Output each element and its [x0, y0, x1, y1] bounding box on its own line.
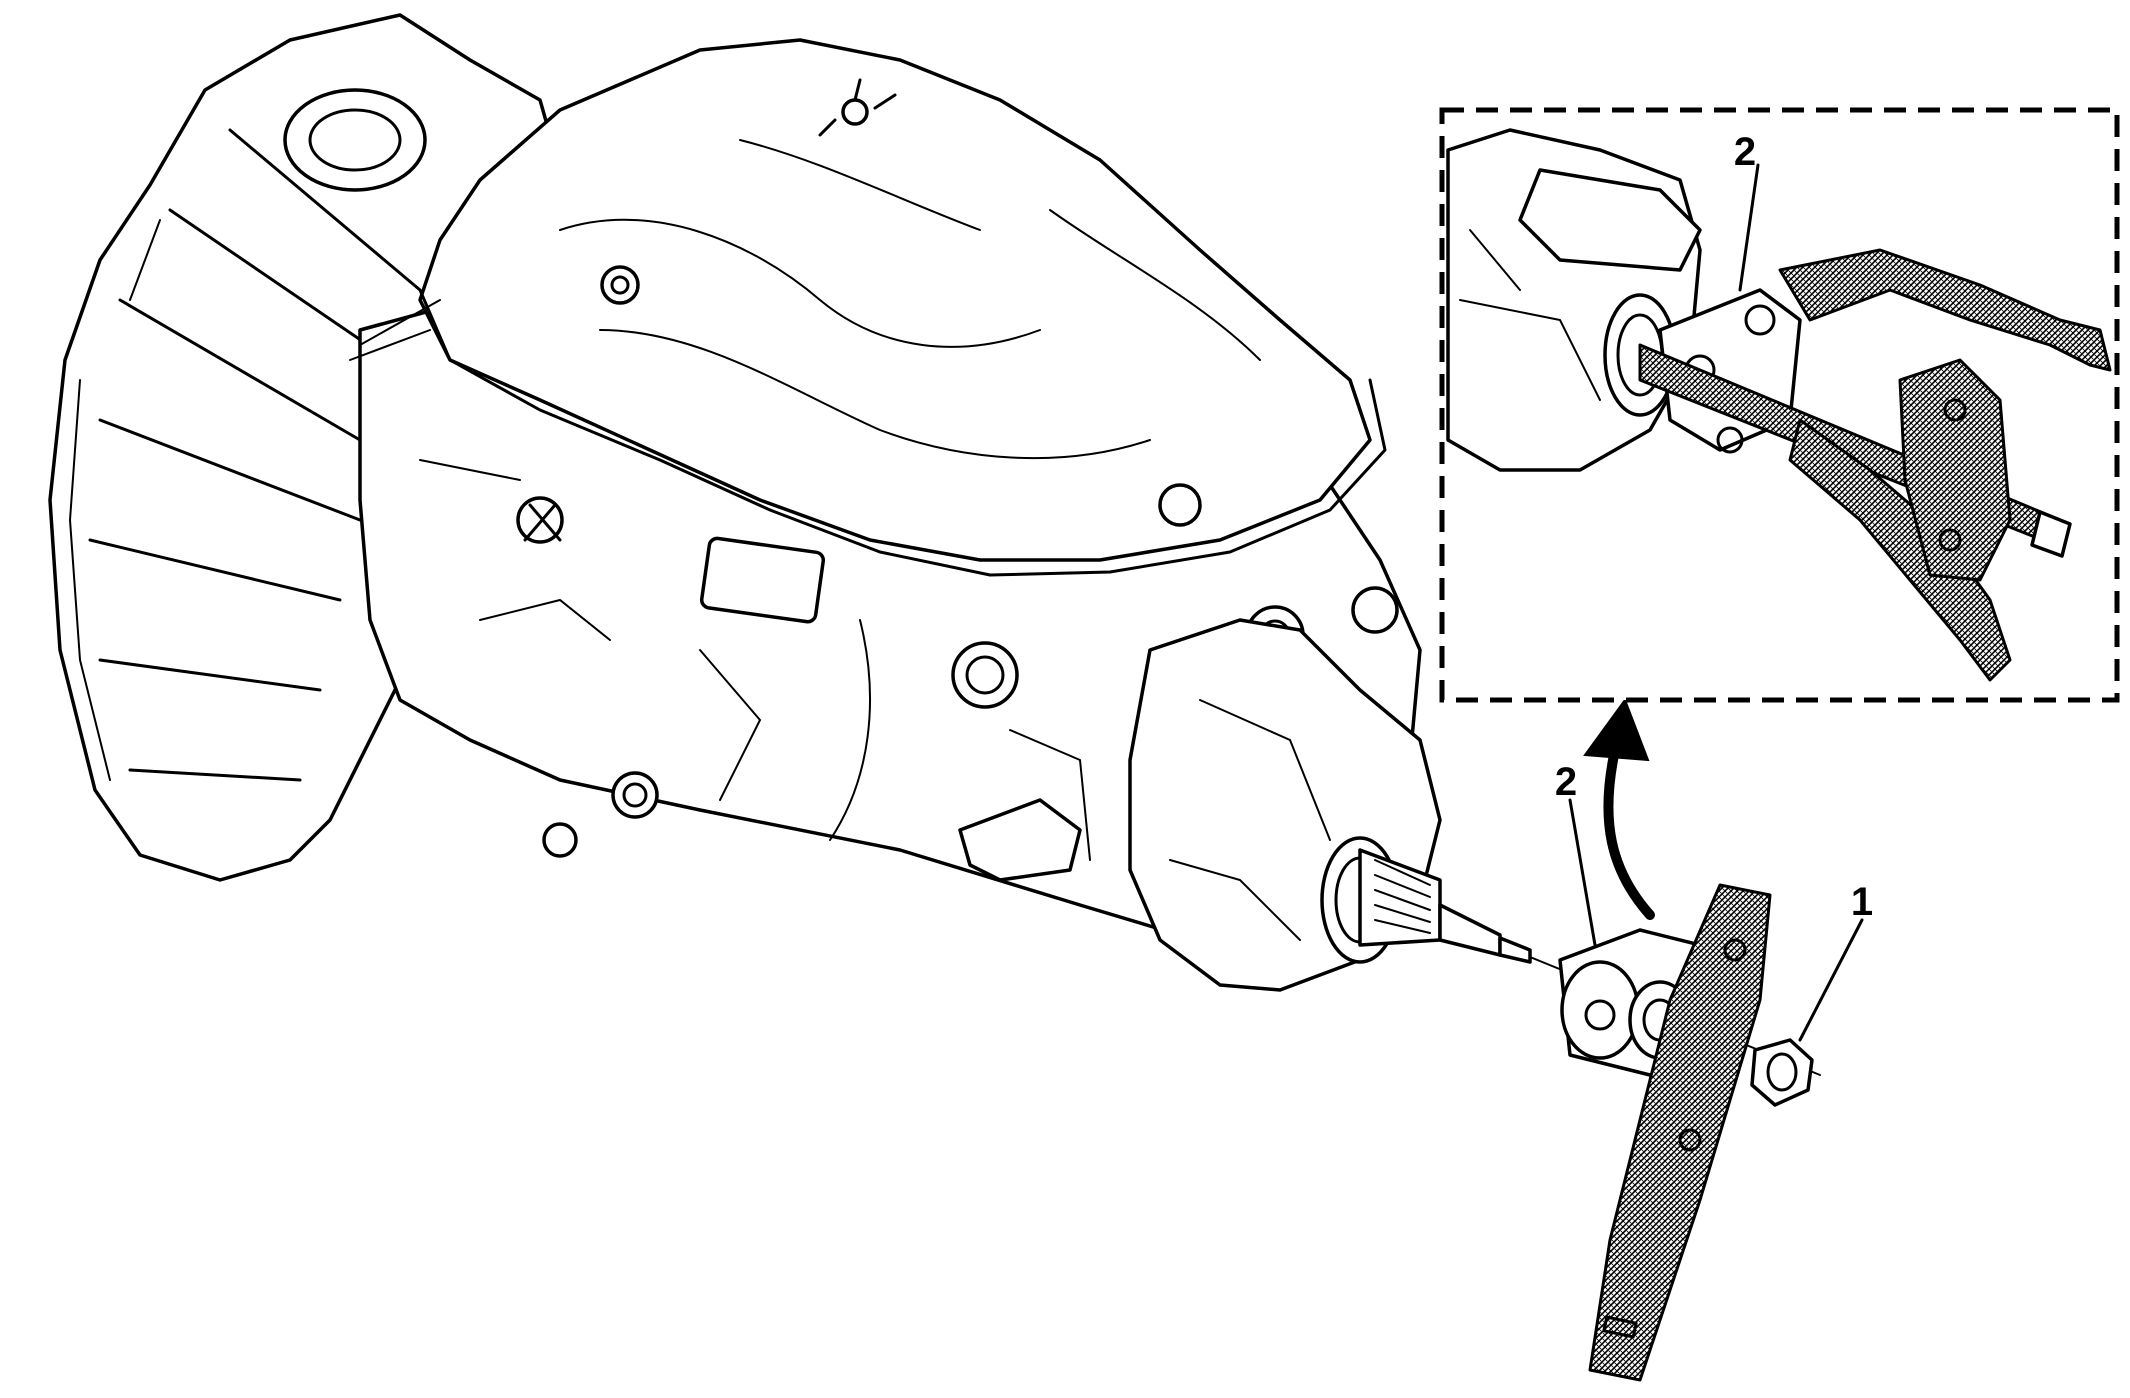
bell-housing-ribs [68, 128, 422, 782]
pan-bolt [1158, 483, 1202, 527]
leader-nut [1798, 918, 1864, 1042]
wing-nut-icon [818, 78, 897, 137]
inset-detail [1439, 107, 2120, 703]
id-plate [699, 536, 826, 624]
callout-flange: 2 [1555, 760, 1577, 804]
oil-pan [418, 38, 1372, 562]
puller-arm-upper [1778, 248, 2112, 372]
output-shaft-stub [1438, 903, 1502, 957]
transmission-assembly [48, 13, 1821, 1076]
callout-nut: 1 [1851, 880, 1873, 924]
puller-yoke [1898, 358, 2012, 582]
case-port [542, 822, 578, 858]
mount-bracket [958, 798, 1082, 882]
curved-arrow-icon [1583, 697, 1655, 920]
pan-bolt [600, 265, 640, 305]
leader-inset-flange [1738, 163, 1760, 292]
case-port [611, 771, 659, 819]
tool-slot [1602, 1315, 1638, 1339]
leader-flange [1568, 798, 1597, 947]
case-port [951, 641, 1019, 709]
fill-plug [1351, 586, 1399, 634]
flange-holding-tool [1588, 883, 1772, 1382]
spline-teeth [1374, 859, 1431, 934]
oil-pan-flange [418, 288, 1387, 577]
bell-housing-boss [283, 88, 427, 192]
flange-nut [1750, 1038, 1814, 1107]
callout-flange-inset: 2 [1734, 130, 1756, 174]
